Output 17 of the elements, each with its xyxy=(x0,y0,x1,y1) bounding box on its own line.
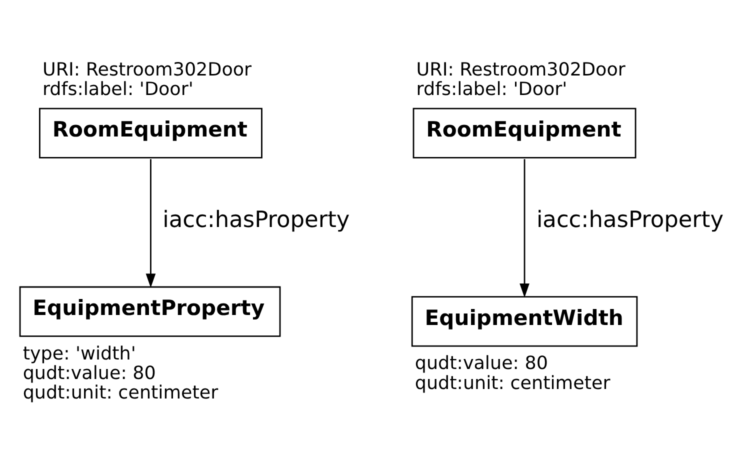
edge-label: iacc:hasProperty xyxy=(162,207,350,234)
arrow xyxy=(520,159,530,298)
node-label: type: 'width' xyxy=(22,343,136,364)
arrow xyxy=(146,159,156,288)
node-label: URI: Restroom302Door xyxy=(42,59,252,80)
node-label: qudt:value: 80 xyxy=(414,353,548,374)
node-box: RoomEquipment xyxy=(412,108,636,158)
node-box: RoomEquipment xyxy=(39,108,262,158)
node-label: rdfs:label: 'Door' xyxy=(42,79,194,100)
node-box: EquipmentProperty xyxy=(19,286,281,337)
edge-label: iacc:hasProperty xyxy=(536,207,724,234)
node-box: EquipmentWidth xyxy=(411,296,638,347)
node-label: rdfs:label: 'Door' xyxy=(416,79,568,100)
node-label: qudt:unit: centimeter xyxy=(414,372,610,394)
node-label: qudt:value: 80 xyxy=(22,362,156,384)
node-label: qudt:unit: centimeter xyxy=(22,382,218,404)
node-label: URI: Restroom302Door xyxy=(416,59,626,80)
